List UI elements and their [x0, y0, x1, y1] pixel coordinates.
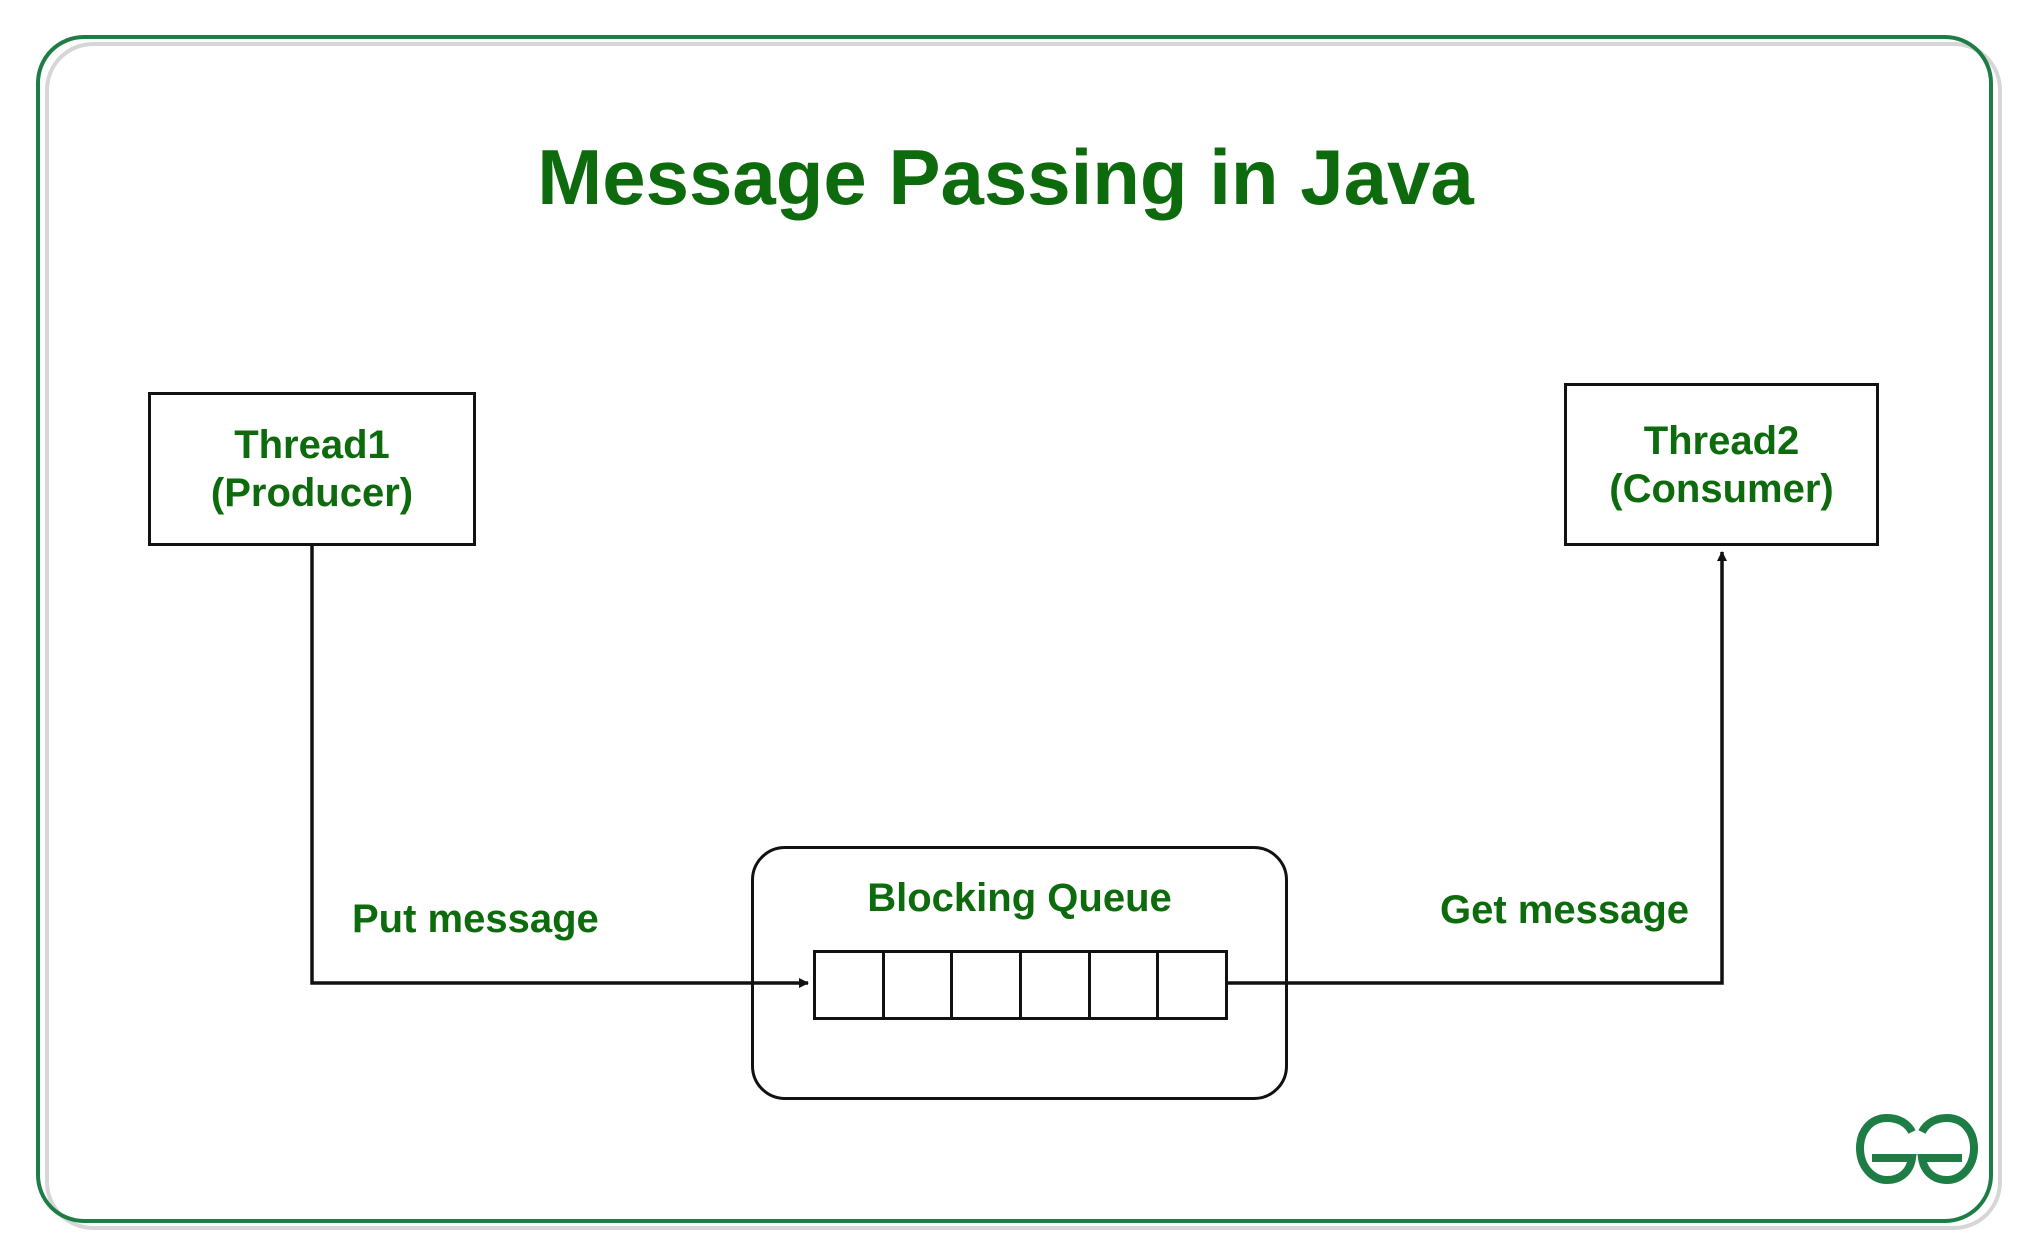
queue-slots — [813, 950, 1228, 1020]
put-message-label: Put message — [352, 897, 599, 941]
producer-thread-role: (Producer) — [210, 471, 414, 515]
producer-thread-name: Thread1 — [234, 423, 390, 467]
blocking-queue-label: Blocking Queue — [867, 876, 1172, 920]
consumer-thread-name: Thread2 — [1643, 418, 1800, 463]
consumer-thread-role: (Consumer) — [1609, 466, 1834, 511]
get-message-label: Get message — [1440, 888, 1690, 932]
geeksforgeeks-logo-icon — [1855, 1113, 1979, 1185]
consumer-thread-box: Thread2 (Consumer) — [1564, 383, 1879, 546]
diagram-frame — [36, 35, 1993, 1223]
frame-shadow — [45, 42, 2002, 1230]
producer-thread-box: Thread1 (Producer) — [148, 392, 476, 546]
blocking-queue-container — [751, 846, 1288, 1100]
diagram-title: Message Passing in Java — [537, 133, 1474, 221]
queue-slot — [816, 953, 885, 1017]
queue-slot — [953, 953, 1023, 1017]
queue-slot — [1022, 953, 1091, 1017]
queue-slot — [885, 953, 954, 1017]
queue-slot — [1159, 953, 1225, 1017]
queue-slot — [1091, 953, 1160, 1017]
